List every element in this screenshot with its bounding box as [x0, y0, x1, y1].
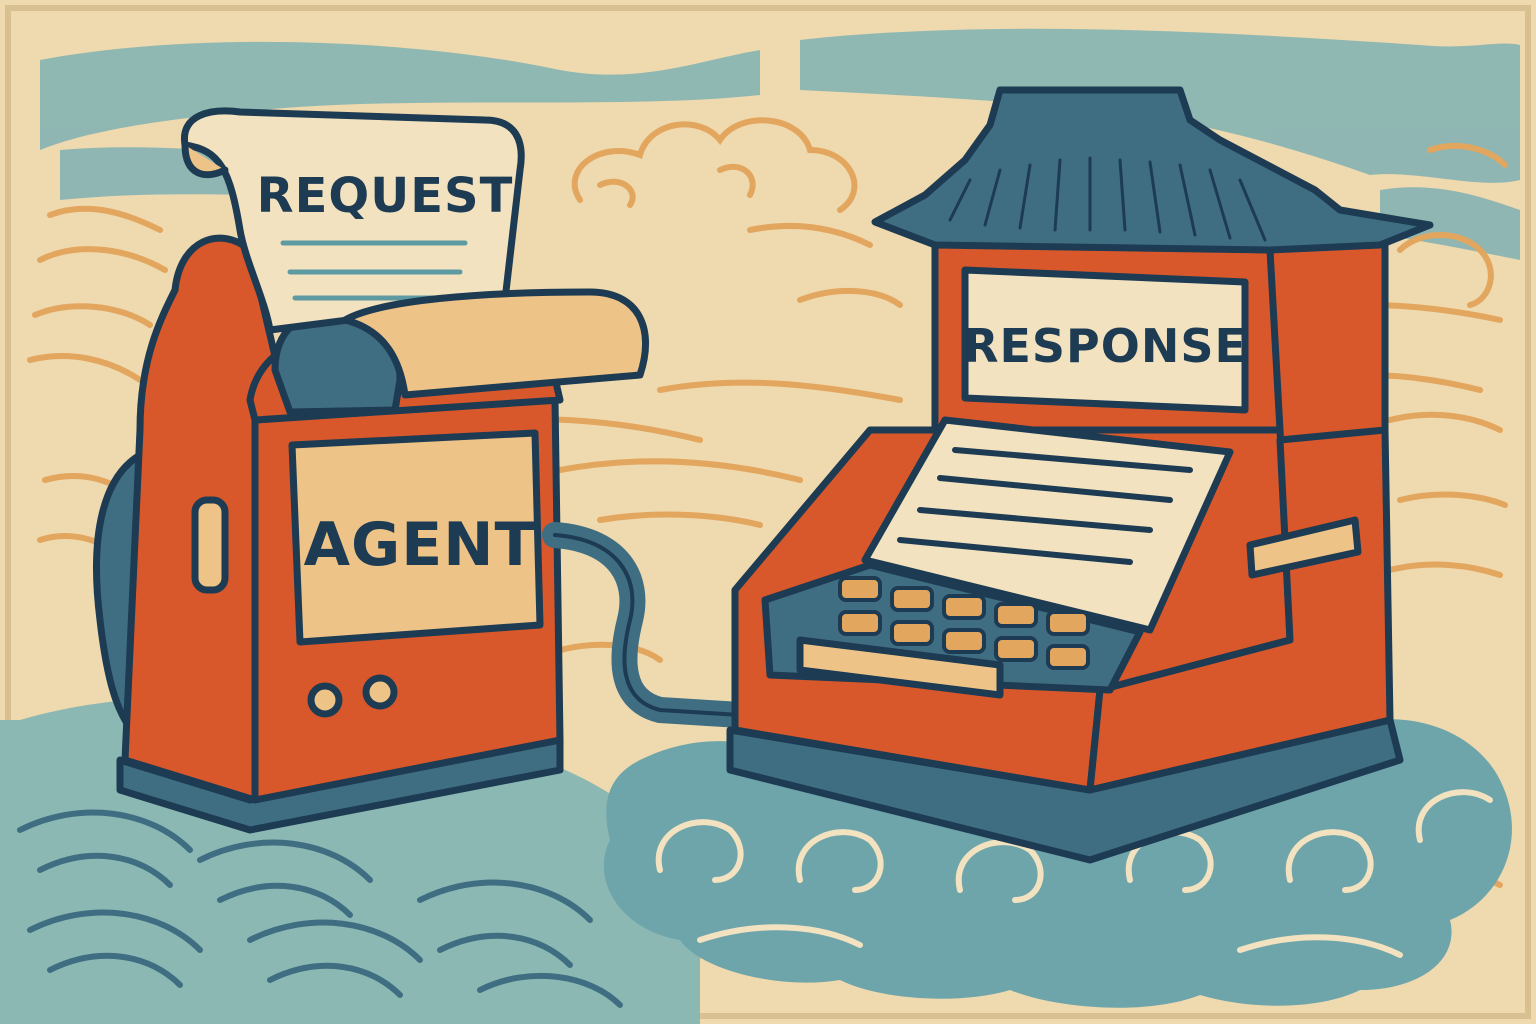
cloud-icon — [571, 117, 858, 213]
print-border — [5, 5, 1531, 1019]
response-machine — [726, 86, 1434, 864]
request-label: REQUEST — [257, 168, 514, 224]
agent-label: AGENT — [304, 510, 537, 580]
swirl-icon — [27, 142, 1508, 968]
response-label: RESPONSE — [963, 319, 1247, 373]
agent-machine — [93, 107, 753, 834]
